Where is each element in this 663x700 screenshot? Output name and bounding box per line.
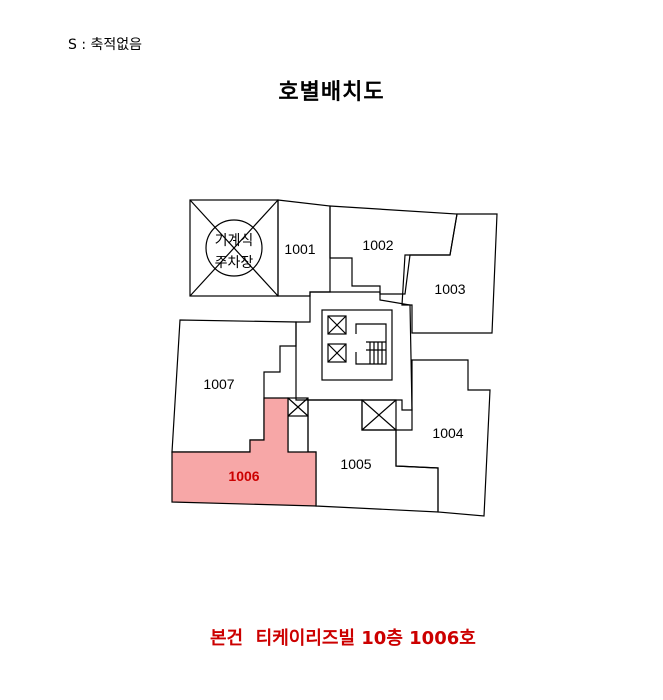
elevator-2 bbox=[327, 343, 347, 363]
unit-1003 bbox=[401, 213, 498, 334]
unit-label-1004: 1004 bbox=[432, 425, 463, 441]
unit-label-1003: 1003 bbox=[434, 281, 465, 297]
unit-label-1005: 1005 bbox=[340, 456, 371, 472]
core bbox=[295, 291, 413, 411]
parking-label-line2: 주차장 bbox=[215, 254, 254, 270]
unit-label-1001: 1001 bbox=[284, 241, 315, 257]
elevator-1 bbox=[327, 315, 347, 335]
page-title: 호별배치도 bbox=[278, 80, 385, 105]
unit-label-1006: 1006 bbox=[228, 468, 259, 484]
shaft-1 bbox=[287, 397, 309, 417]
unit-label-1002: 1002 bbox=[362, 237, 393, 253]
unit-1006-highlight bbox=[171, 397, 317, 507]
scale-note: S : 축적없음 bbox=[68, 37, 143, 53]
footer-caption: 본건 티케이리즈빌 10층 1006호 bbox=[210, 628, 476, 649]
stairs bbox=[355, 323, 387, 365]
parking-label-line1: 기계식 bbox=[215, 232, 254, 248]
unit-1005 bbox=[307, 399, 439, 513]
core-inner bbox=[321, 309, 393, 381]
unit-label-1007: 1007 bbox=[203, 376, 234, 392]
mechanical-parking bbox=[189, 199, 279, 297]
shaft-2 bbox=[361, 399, 397, 431]
